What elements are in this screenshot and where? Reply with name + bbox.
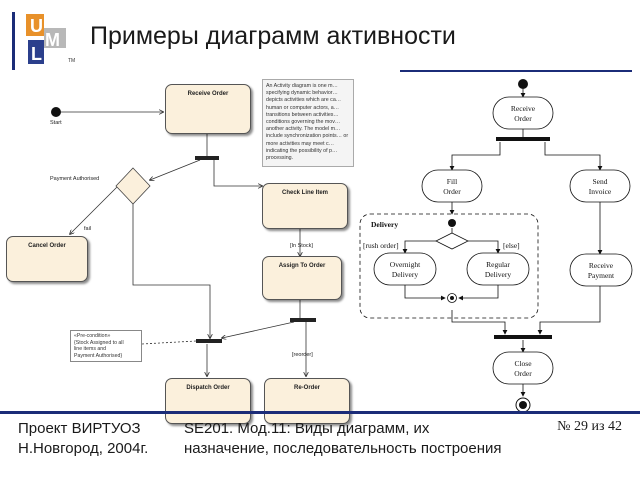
r-decision-node <box>435 232 469 250</box>
r-node-close-order <box>492 351 554 385</box>
guard-reorder: [reorder] <box>292 352 313 358</box>
footer-project: Проект ВИРТУОЗ <box>18 420 141 437</box>
uml-logo-letter-m: M <box>45 30 60 50</box>
right-diagram-top-rule <box>400 70 632 72</box>
r-label-send-invoice-1: Send <box>593 177 608 186</box>
uml-logo-u-block <box>26 14 44 36</box>
node-receive-order-label: Receive Order <box>187 91 229 97</box>
node-re-order-label: Re-Order <box>293 385 320 391</box>
edge-fork-to-decision <box>150 159 201 180</box>
r-edge-rush <box>402 240 436 254</box>
r-edge-fork-to-fill <box>449 142 501 171</box>
r-edge-overnight-to-merge <box>404 285 446 301</box>
join-bar <box>196 339 222 343</box>
node-check-line-item-label: Check Line Item <box>281 190 328 196</box>
edge-fork2-to-join <box>222 321 295 338</box>
r-node-regular-delivery <box>466 252 530 286</box>
note-line-2: {Stock Assigned to all <box>74 339 124 346</box>
uml-logo-letter-l: L <box>31 44 42 64</box>
slide-title: Примеры диаграмм активности <box>90 22 456 50</box>
node-dispatch-order-label: Dispatch Order <box>186 385 230 391</box>
r-label-fill-order-1: Fill <box>447 177 457 186</box>
r-node-receive-order <box>492 96 554 130</box>
r-edge-payment-to-join <box>537 286 601 335</box>
r-edge-else <box>468 240 501 254</box>
guard-fail: fail <box>84 226 92 232</box>
guard-in-stock: [In Stock] <box>290 243 313 249</box>
note-line-1: «Pre-condition» <box>74 333 111 339</box>
node-cancel-order: Cancel Order <box>6 236 88 282</box>
r-label-receive-order-1: Receive <box>511 104 536 113</box>
r-label-regular-1: Regular <box>486 260 510 269</box>
page-number: № 29 из 42 <box>557 419 622 434</box>
r-label-receive-order-2: Order <box>514 114 532 123</box>
r-label-receive-payment-2: Payment <box>588 271 615 280</box>
note-line-4: Payment Authorised} <box>74 352 123 359</box>
uml-logo-letter-u: U <box>30 16 43 36</box>
r-label-fill-order-2: Order <box>443 187 461 196</box>
edge-note-link <box>141 340 197 345</box>
r-label-receive-payment-1: Receive <box>589 261 614 270</box>
decision-node <box>115 167 151 205</box>
r-end-node-dot <box>519 401 527 409</box>
edge-decision-to-join <box>132 203 210 338</box>
r-label-regular-2: Delivery <box>485 270 511 279</box>
r-fork-bar <box>496 137 550 141</box>
node-assign-to-order: Assign To Order <box>262 256 342 300</box>
r-guard-else: [else] <box>503 241 520 250</box>
r-node-receive-payment <box>569 253 633 287</box>
r-label-send-invoice-2: Invoice <box>589 187 612 196</box>
r-label-close-order-2: Order <box>514 369 532 378</box>
r-node-send-invoice <box>569 169 631 203</box>
start-label: Start <box>50 120 62 126</box>
fork-bar-1 <box>195 156 219 160</box>
start-node <box>51 107 61 117</box>
guard-payment-authorised: Payment Authorised <box>50 176 100 182</box>
note-line-3: line items and <box>74 346 107 352</box>
r-label-close-order-1: Close <box>514 359 532 368</box>
r-edge-region-to-join <box>451 310 508 335</box>
uml-logo-l-block <box>28 40 44 64</box>
node-cancel-order-label: Cancel Order <box>28 243 66 249</box>
r-region-start-node <box>448 219 456 227</box>
r-node-fill-order <box>421 169 483 203</box>
r-region-end-node-dot <box>450 296 454 300</box>
r-guard-rush-order: [rush order] <box>363 241 399 250</box>
fork-bar-2 <box>290 318 316 322</box>
r-edge-fork-to-send <box>544 142 603 171</box>
node-check-line-item: Check Line Item <box>262 183 348 229</box>
edge-decision-to-cancel <box>70 185 119 234</box>
footer-course-line2: назначение, последовательность построени… <box>184 440 502 457</box>
node-receive-order: Receive Order <box>165 84 251 134</box>
r-join-bar <box>494 335 552 339</box>
edge-fork-to-check <box>213 160 262 186</box>
uml-logo: U M L TM <box>26 14 75 64</box>
footer-course: SE201. Мод.11: Виды диаграмм, их <box>184 420 430 437</box>
precondition-note: «Pre-condition» {Stock Assigned to all l… <box>70 330 142 362</box>
r-region-label: Delivery <box>371 220 398 229</box>
footer-accent-bar <box>0 411 640 414</box>
r-label-overnight-1: Overnight <box>390 260 421 269</box>
diagram-description-box: An Activity diagram is one m… specifying… <box>262 79 354 167</box>
r-start-node <box>518 79 528 89</box>
node-assign-to-order-label: Assign To Order <box>278 263 326 269</box>
node-re-order: Re-Order <box>264 378 350 424</box>
r-node-overnight-delivery <box>373 252 437 286</box>
node-dispatch-order: Dispatch Order <box>165 378 251 424</box>
r-delivery-region <box>359 213 539 319</box>
uml-logo-tm: TM <box>68 58 75 64</box>
r-label-overnight-2: Delivery <box>392 270 418 279</box>
header-accent-bar <box>12 12 15 70</box>
uml-logo-m-block <box>44 28 66 48</box>
footer-place-year: Н.Новгород, 2004г. <box>18 440 149 457</box>
r-edge-regular-to-merge <box>458 285 499 301</box>
